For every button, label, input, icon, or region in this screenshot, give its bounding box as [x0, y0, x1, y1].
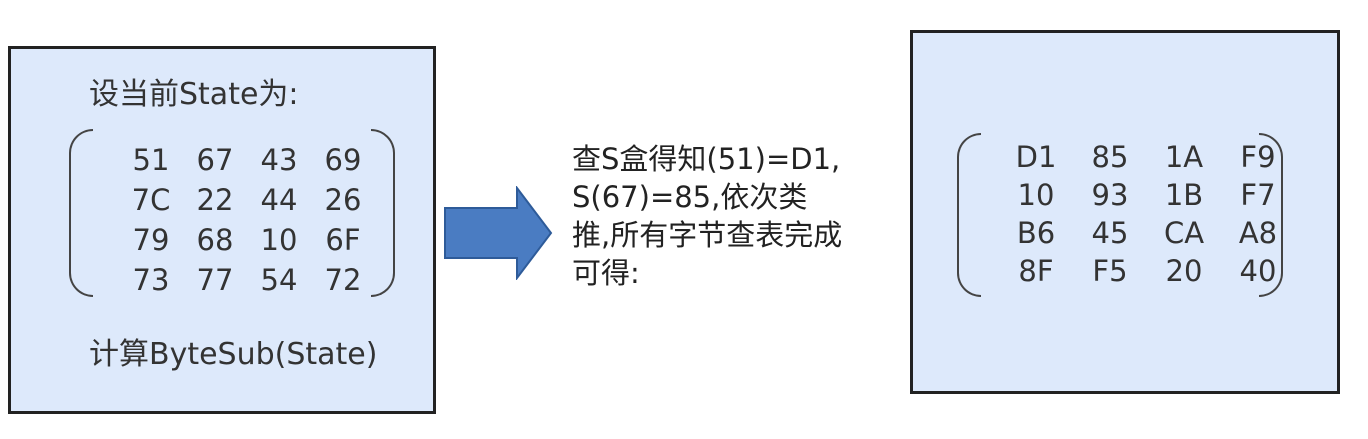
matrix-cell: 69 — [324, 143, 362, 177]
matrix-left-bracket — [957, 133, 981, 297]
matrix-right-bracket — [1259, 133, 1283, 297]
matrix-cell: F7 — [1240, 178, 1276, 212]
input-state-panel: 设当前State为: 51 67 43 69 7C 22 44 26 79 68… — [8, 46, 436, 414]
explanation-line: S(67)=85,依次类 — [572, 180, 808, 214]
matrix-cell: 22 — [196, 183, 234, 217]
bytesub-caption: 计算ByteSub(State) — [89, 337, 378, 372]
matrix-cell: 72 — [324, 263, 362, 297]
matrix-cell: 54 — [260, 263, 298, 297]
matrix-cell: 73 — [132, 263, 170, 297]
matrix-cell: 20 — [1165, 254, 1203, 288]
matrix-cell: 10 — [260, 223, 298, 257]
matrix-cell: D1 — [1015, 140, 1057, 174]
matrix-cell: 93 — [1091, 178, 1129, 212]
matrix-cell: 10 — [1017, 178, 1055, 212]
matrix-cell: 1A — [1164, 140, 1204, 174]
matrix-cell: 79 — [132, 223, 170, 257]
matrix-cell: F9 — [1240, 140, 1276, 174]
explanation-line: 可得: — [572, 256, 640, 290]
matrix-cell: B6 — [1016, 216, 1056, 250]
output-state-panel: D1 85 1A F9 10 93 1B F7 B6 45 CA A8 8F F… — [910, 30, 1340, 394]
matrix-cell: 26 — [324, 183, 362, 217]
right-arrow-icon — [444, 186, 553, 280]
matrix-cell: 7C — [131, 183, 171, 217]
matrix-right-bracket — [371, 129, 395, 297]
input-state-heading: 设当前State为: — [89, 77, 299, 112]
matrix-cell: 44 — [260, 183, 298, 217]
matrix-cell: 8F — [1018, 254, 1054, 288]
matrix-cell: 43 — [260, 143, 298, 177]
matrix-cell: CA — [1163, 216, 1205, 250]
matrix-cell: 85 — [1091, 140, 1129, 174]
matrix-left-bracket — [69, 129, 93, 297]
matrix-cell: 45 — [1091, 216, 1129, 250]
matrix-cell: 68 — [196, 223, 234, 257]
matrix-cell: 40 — [1239, 254, 1277, 288]
matrix-cell: 67 — [196, 143, 234, 177]
matrix-cell: 6F — [325, 223, 361, 257]
sbox-explanation: 查S盒得知(51)=D1, S(67)=85,依次类 推,所有字节查表完成 可得… — [572, 140, 917, 292]
output-state-matrix: D1 85 1A F9 10 93 1B F7 B6 45 CA A8 8F F… — [999, 138, 1295, 290]
matrix-cell: 51 — [132, 143, 170, 177]
input-state-matrix: 51 67 43 69 7C 22 44 26 79 68 10 6F 73 7… — [119, 140, 375, 300]
matrix-cell: 77 — [196, 263, 234, 297]
matrix-cell: 1B — [1164, 178, 1204, 212]
explanation-line: 推,所有字节查表完成 — [572, 218, 843, 252]
matrix-cell: F5 — [1092, 254, 1128, 288]
explanation-line: 查S盒得知(51)=D1, — [572, 142, 841, 176]
matrix-cell: A8 — [1238, 216, 1278, 250]
